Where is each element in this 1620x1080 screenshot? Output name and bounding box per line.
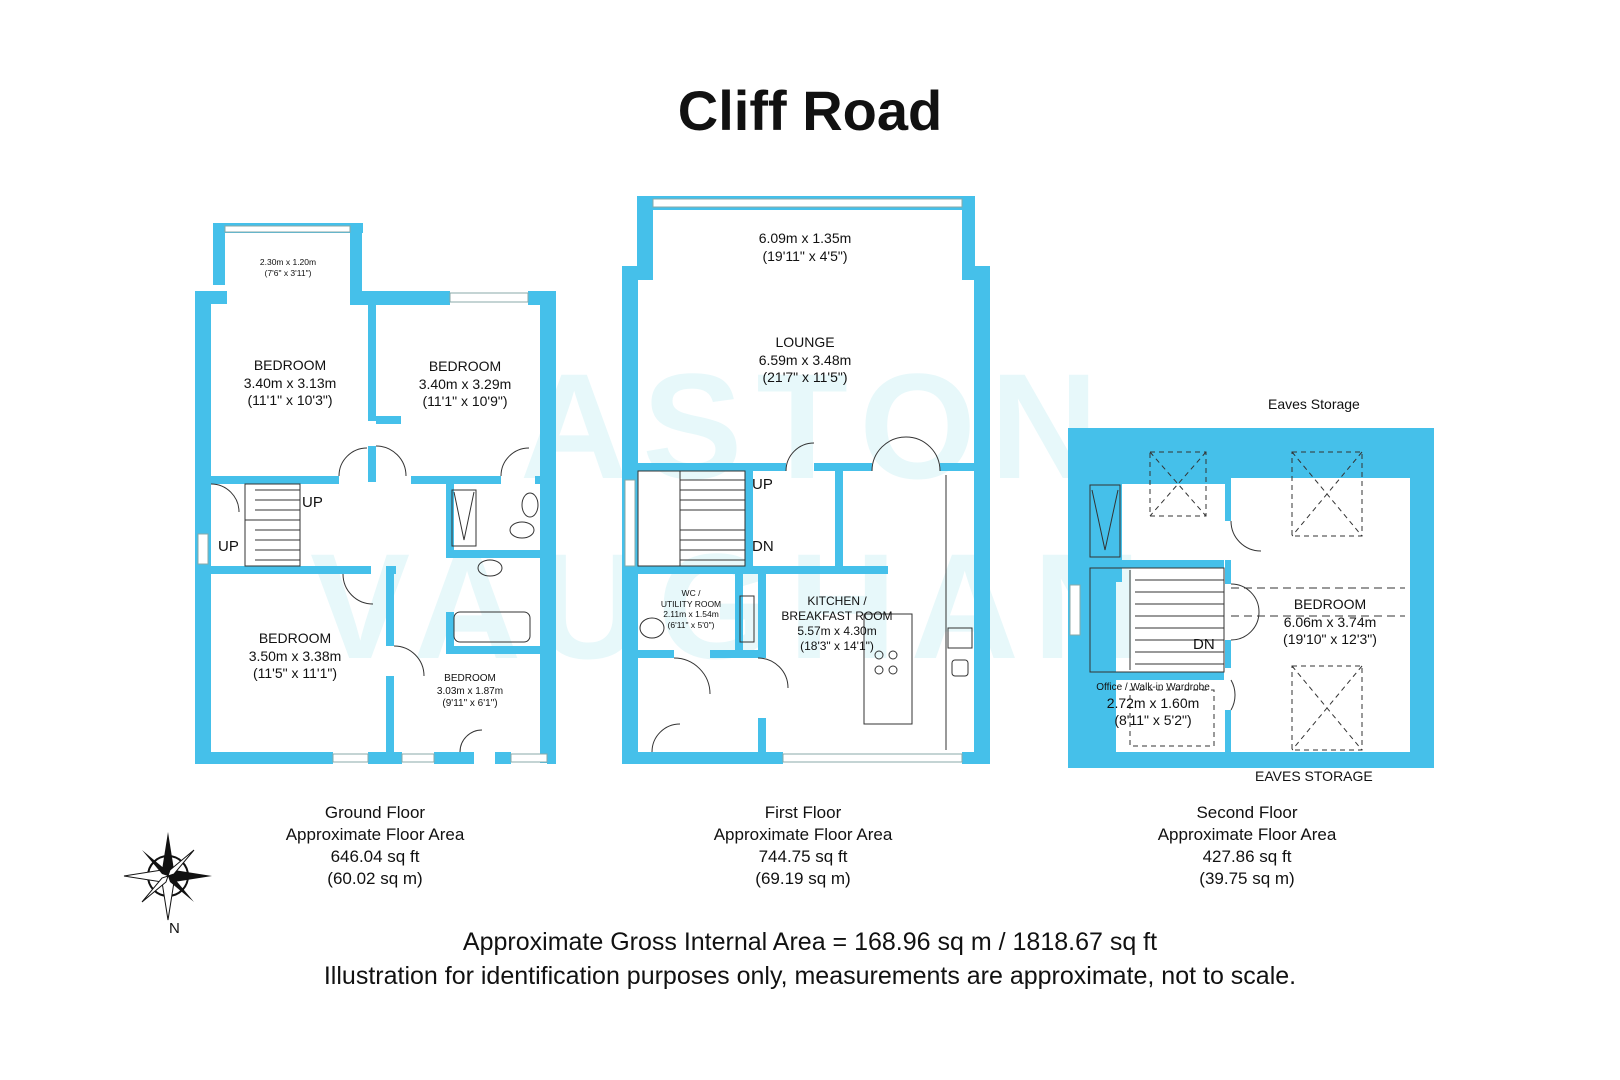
eaves-storage-bottom-label: EAVES STORAGE (1255, 768, 1373, 784)
page-title: Cliff Road (677, 79, 943, 142)
first-floor-walls (622, 196, 990, 764)
eaves-storage-top-label: Eaves Storage (1268, 396, 1360, 412)
second-floor-walls (1068, 428, 1434, 768)
ground-stair-up-1: UP (302, 494, 323, 511)
second-stair-dn: DN (1193, 636, 1215, 653)
watermark-aston: ASTON (520, 342, 1113, 510)
first-stair-dn: DN (752, 538, 774, 555)
first-balcony-label: 6.09m x 1.35m(19'11" x 4'5") (758, 230, 852, 264)
ground-stair-up-2: UP (218, 538, 239, 555)
first-stair-up: UP (752, 476, 773, 493)
compass-rose-icon (123, 832, 212, 921)
second-office-label: Office / Walk-in Wardrobe 2.72m x 1.60m … (1096, 682, 1210, 728)
gross-area-text: Approximate Gross Internal Area = 168.96… (462, 928, 1158, 956)
ground-bay-label: 2.30m x 1.20m(7'6" x 3'11") (259, 257, 317, 278)
compass-north-label: N (169, 920, 180, 937)
disclaimer-text: Illustration for identification purposes… (323, 962, 1297, 990)
ground-floor-walls (195, 223, 556, 764)
